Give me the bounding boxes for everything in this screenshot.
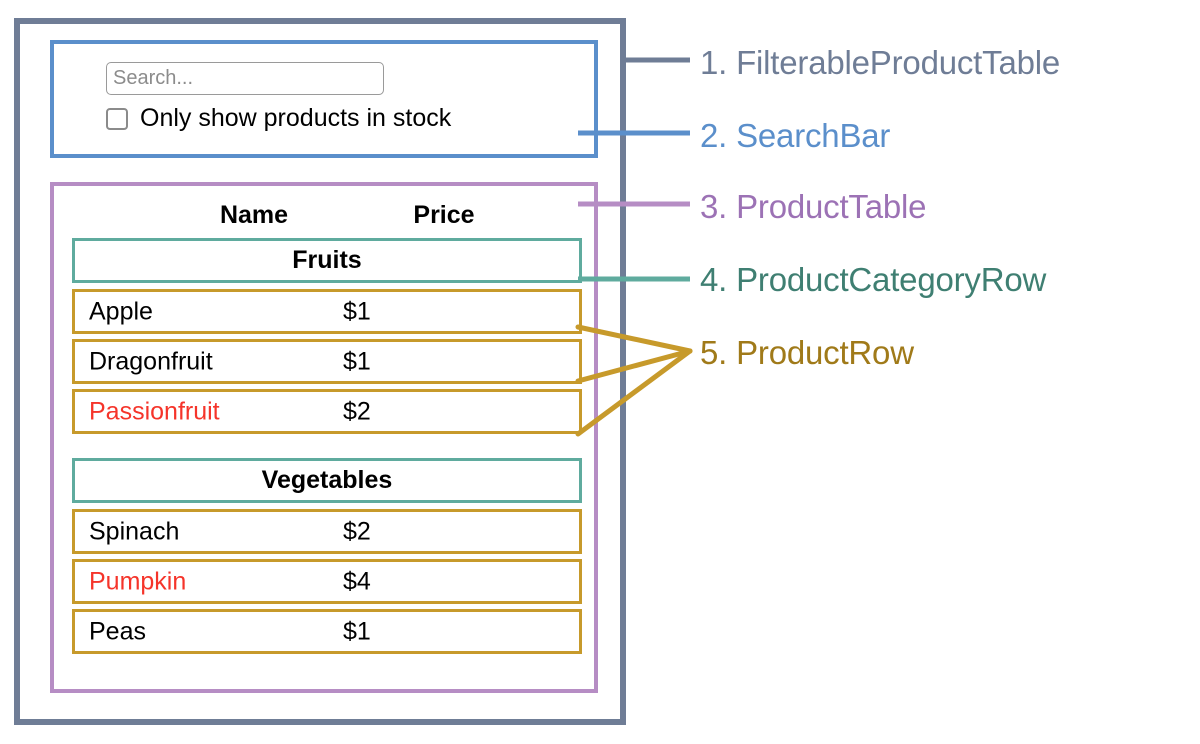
category-label: Fruits	[292, 246, 362, 274]
product-row: Dragonfruit $1	[72, 339, 582, 384]
product-category-row: Fruits	[72, 238, 582, 283]
product-name: Apple	[89, 297, 153, 325]
product-name: Dragonfruit	[89, 347, 213, 375]
product-name: Spinach	[89, 517, 180, 545]
product-name: Passionfruit	[89, 397, 220, 425]
product-table-frame: Name Price Fruits Apple $1 Dragonfruit $…	[50, 182, 598, 693]
only-in-stock-label: Only show products in stock	[140, 104, 452, 132]
product-row: Passionfruit $2	[72, 389, 582, 434]
product-price: $1	[343, 347, 371, 375]
product-rows-container: Fruits Apple $1 Dragonfruit $1 Passionfr…	[72, 238, 582, 659]
column-header-name: Name	[219, 200, 289, 229]
column-header-price: Price	[413, 200, 475, 229]
product-row: Apple $1	[72, 289, 582, 334]
product-name: Peas	[89, 617, 146, 645]
search-input[interactable]	[106, 62, 384, 95]
product-price: $2	[343, 517, 371, 545]
product-price: $1	[343, 297, 371, 325]
only-in-stock-checkbox[interactable]	[106, 107, 128, 130]
product-name: Pumpkin	[89, 567, 187, 595]
legend-item-product-category-row: 4. ProductCategoryRow	[700, 261, 1047, 298]
product-price: $2	[343, 397, 371, 425]
legend-item-product-table: 3. ProductTable	[700, 188, 927, 225]
legend-item-filterable-product-table: 1. FilterableProductTable	[700, 44, 1061, 81]
product-category-row: Vegetables	[72, 458, 582, 503]
table-header-row: Name Price	[54, 194, 594, 236]
group-spacer	[72, 439, 582, 458]
product-price: $4	[343, 567, 371, 595]
search-bar-frame: Only show products in stock	[50, 40, 598, 158]
product-row: Pumpkin $4	[72, 559, 582, 604]
filterable-product-table-frame: Only show products in stock Name Price F…	[14, 18, 626, 725]
legend-item-product-row: 5. ProductRow	[700, 334, 914, 371]
product-price: $1	[343, 617, 371, 645]
category-label: Vegetables	[261, 466, 393, 494]
product-row: Spinach $2	[72, 509, 582, 554]
product-row: Peas $1	[72, 609, 582, 654]
legend-item-search-bar: 2. SearchBar	[700, 117, 891, 154]
stock-filter-row[interactable]: Only show products in stock	[106, 106, 451, 131]
